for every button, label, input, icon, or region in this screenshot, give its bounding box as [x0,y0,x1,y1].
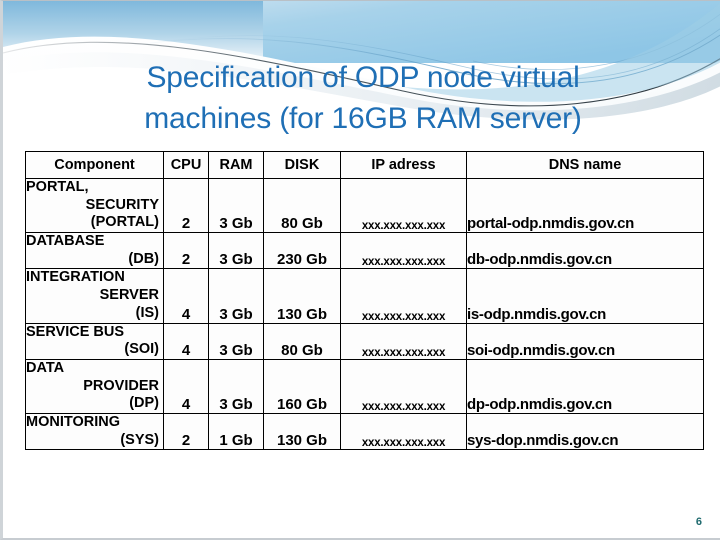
cell-cpu: 2 [163,412,209,451]
cell-component: DATA PROVIDER(DP) [25,358,164,414]
cell-cpu: 2 [163,232,209,270]
table-header-row: Component CPU RAM DISK IP adress DNS nam… [25,151,704,179]
cell-cpu: 2 [163,177,209,234]
cell-disk: 230 Gb [263,232,341,270]
column-header-ip: IP adress [340,151,467,179]
component-line: (PORTAL) [90,214,159,231]
component-line: (DB) [128,250,159,267]
component-line: PROVIDER [83,377,159,394]
cell-cpu: 4 [163,322,209,360]
component-line: SERVER [99,287,159,304]
cell-dns: sys-dop.nmdis.gov.cn [466,412,704,451]
component-line: (DP) [129,395,159,412]
column-header-disk: DISK [263,151,341,179]
component-line: DATA [26,359,65,376]
component-line: MONITORING [26,413,120,430]
cell-dns: db-odp.nmdis.gov.cn [466,232,704,270]
component-line: (SYS) [120,431,159,448]
cell-ram: 3 Gb [208,358,264,414]
cell-ip: xxx.xxx.xxx.xxx [340,358,467,414]
cell-cpu: 4 [163,358,209,414]
spec-table-container: Component CPU RAM DISK IP adress DNS nam… [25,151,704,451]
cell-ram: 1 Gb [208,412,264,451]
cell-component: MONITORING(SYS) [25,412,164,451]
component-line: INTEGRATION [26,269,125,286]
cell-ip: xxx.xxx.xxx.xxx [340,412,467,451]
component-line: SECURITY [85,196,159,213]
column-header-ram: RAM [208,151,264,179]
cell-dns: dp-odp.nmdis.gov.cn [466,358,704,414]
cell-ip: xxx.xxx.xxx.xxx [340,268,467,324]
component-line: DATABASE [26,233,105,250]
component-line: SERVICE BUS [26,323,125,340]
cell-disk: 80 Gb [263,322,341,360]
cell-ram: 3 Gb [208,232,264,270]
column-header-cpu: CPU [163,151,209,179]
cell-ram: 3 Gb [208,177,264,234]
cell-component: DATABASE (DB) [25,232,164,270]
column-header-component: Component [25,151,164,179]
component-line: PORTAL, [26,179,89,195]
cell-component: SERVICE BUS(SOI) [25,322,164,360]
cell-ip: xxx.xxx.xxx.xxx [340,322,467,360]
cell-disk: 130 Gb [263,268,341,324]
cell-dns: is-odp.nmdis.gov.cn [466,268,704,324]
cell-cpu: 4 [163,268,209,324]
slide-number: 6 [695,516,702,528]
column-header-dns: DNS name [466,151,704,179]
cell-ip: xxx.xxx.xxx.xxx [340,177,467,234]
cell-ram: 3 Gb [208,268,264,324]
slide-title: Specification of ODP node virtual machin… [144,61,582,136]
cell-dns: portal-odp.nmdis.gov.cn [466,177,704,234]
cell-disk: 80 Gb [263,177,341,234]
cell-dns: soi-odp.nmdis.gov.cn [466,322,704,360]
cell-disk: 160 Gb [263,358,341,414]
vm-specification-table: Component CPU RAM DISK IP adress DNS nam… [25,151,704,451]
cell-component: PORTAL,SECURITY(PORTAL) [25,177,164,234]
cell-ram: 3 Gb [208,322,264,360]
component-line: (SOI) [124,341,159,358]
component-line: (IS) [135,304,159,321]
cell-ip: xxx.xxx.xxx.xxx [340,232,467,270]
cell-disk: 130 Gb [263,412,341,451]
